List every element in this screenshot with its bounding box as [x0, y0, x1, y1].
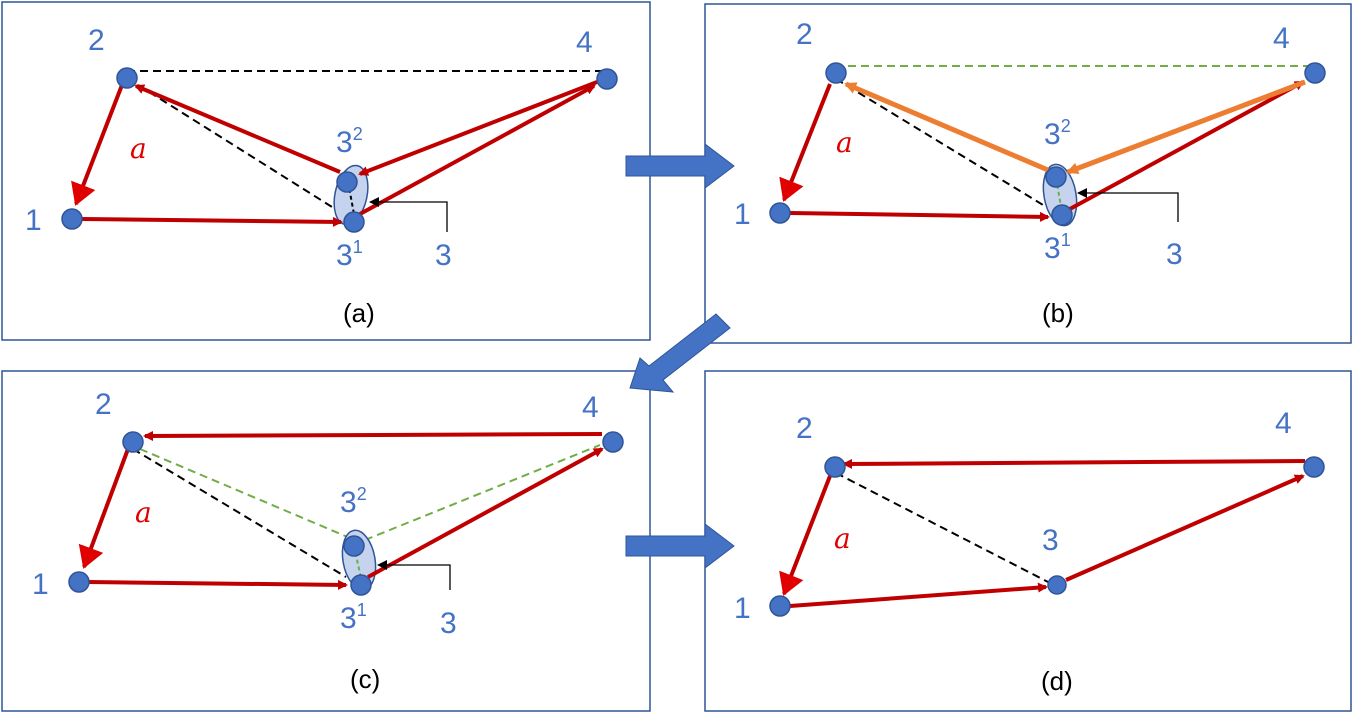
flow-arrow-b-to-c: [629, 313, 731, 393]
node-1: [61, 208, 83, 230]
label-node-3-2: 32: [336, 124, 363, 159]
dashed-edge-2-32: [139, 448, 351, 539]
panel-caption-d: (d): [1041, 666, 1073, 696]
label-edge-a: a: [834, 522, 851, 555]
label-node-3-2: 32: [1044, 116, 1071, 151]
label-node-3-2: 32: [340, 484, 367, 519]
label-edge-a: a: [135, 496, 152, 529]
callout-3: [1077, 188, 1179, 222]
label-node-3: 3: [440, 607, 457, 640]
label-edge-a: a: [836, 126, 853, 159]
panel-d: 2 4 1 a 3 (d): [704, 370, 1352, 712]
label-node-3: 3: [1166, 238, 1183, 271]
node-3-1: [350, 574, 372, 596]
edge-4-2: [143, 430, 603, 441]
label-node-2: 2: [95, 388, 112, 421]
edge-1-31: [87, 579, 348, 590]
node-3-1: [343, 211, 365, 233]
node-2: [825, 62, 847, 84]
node-2: [824, 456, 846, 478]
node-1: [68, 571, 90, 593]
panel-caption-a: (a): [343, 298, 375, 328]
label-node-3: 3: [435, 239, 452, 272]
dashed-edge-32-31: [347, 181, 355, 215]
dashed-edge-2-31: [126, 77, 341, 213]
label-node-1: 1: [734, 592, 751, 625]
edge-1-31: [789, 211, 1050, 222]
label-node-1: 1: [25, 204, 42, 237]
label-node-3-1: 31: [336, 237, 363, 272]
label-node-3-1: 31: [1044, 230, 1071, 265]
edge-2-1: [779, 83, 832, 202]
label-node-2: 2: [796, 412, 813, 445]
edge-2-1: [779, 475, 832, 596]
edge-31-4: [367, 447, 604, 579]
node-3-2: [336, 171, 358, 193]
edge-1-31: [81, 216, 343, 227]
edge-3-4: [1065, 474, 1305, 582]
node-3-1: [1051, 204, 1073, 226]
edge-32-2: [844, 81, 1049, 173]
node-3: [1047, 575, 1067, 595]
callout-3: [369, 197, 448, 232]
label-edge-a: a: [130, 132, 147, 165]
label-node-3-1: 31: [340, 600, 367, 635]
panel-b: 2 4 1 a 32 31 3 (b): [704, 3, 1352, 344]
node-4: [1304, 62, 1326, 84]
dashed-edge-2-31: [132, 448, 347, 578]
edge-31-4: [1067, 80, 1305, 212]
label-node-2: 2: [88, 24, 105, 57]
panel-c: 2 4 1 a 32 31 3 (c): [1, 370, 651, 712]
edge-4-2: [842, 458, 1306, 469]
panel-caption-b: (b): [1042, 298, 1074, 328]
label-node-4: 4: [582, 391, 599, 424]
label-node-1: 1: [734, 198, 751, 231]
edge-31-4: [359, 84, 596, 216]
node-3-2: [343, 535, 365, 557]
node-2: [122, 431, 144, 453]
panel-caption-c: (c): [350, 664, 380, 694]
callout-3: [377, 560, 451, 590]
node-1: [769, 202, 791, 224]
dashed-edge-32-4: [364, 444, 601, 541]
node-4: [1303, 456, 1325, 478]
node-3-2: [1045, 166, 1067, 188]
label-node-3: 3: [1042, 524, 1059, 557]
node-1: [769, 595, 791, 617]
label-node-1: 1: [32, 568, 49, 601]
node-4: [602, 431, 624, 453]
panel-border: [704, 3, 1352, 344]
edge-32-2: [134, 84, 341, 174]
dashed-edge-2-3: [835, 472, 1051, 584]
dashed-edge-2-31: [835, 78, 1049, 209]
flow-arrow-c-to-d: [625, 522, 735, 570]
edge-4-32: [1066, 79, 1306, 175]
label-node-2: 2: [796, 18, 813, 51]
label-node-4: 4: [1273, 22, 1290, 55]
edge-1-3: [789, 582, 1048, 608]
node-4: [596, 68, 618, 90]
node-2: [116, 67, 138, 89]
label-node-4: 4: [576, 26, 593, 59]
panel-border: [1, 370, 651, 712]
edge-4-32: [358, 80, 598, 176]
label-node-4: 4: [1275, 407, 1292, 440]
dashed-edge-32-31: [353, 545, 362, 579]
flow-arrow-a-to-b: [625, 142, 735, 190]
panel-a: 2 4 1 a 32 31 3 (a): [1, 1, 651, 341]
edge-2-1: [78, 448, 130, 569]
edge-2-1: [71, 84, 124, 206]
